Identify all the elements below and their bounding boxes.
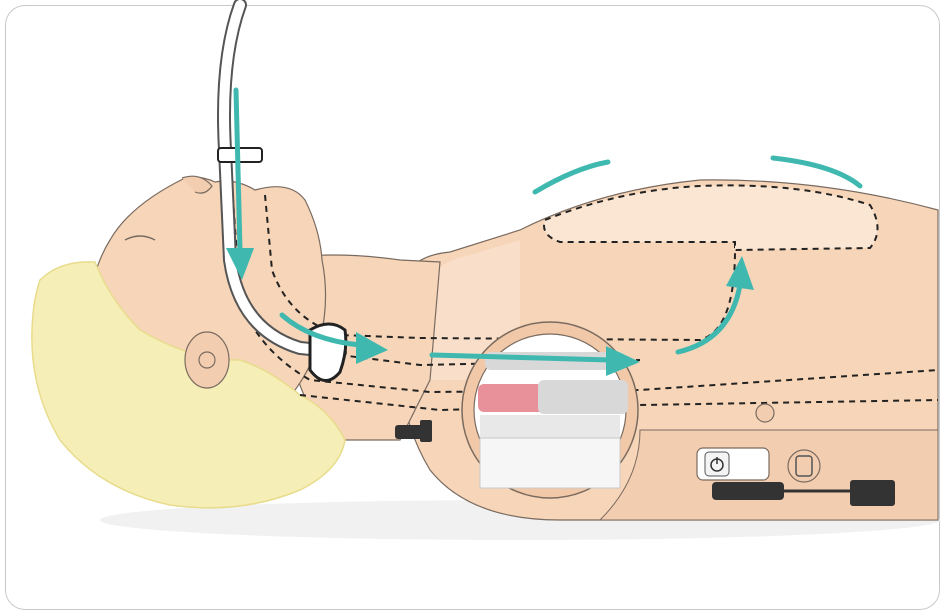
power-panel[interactable]: [697, 448, 769, 480]
ear: [185, 332, 229, 388]
torso-port: [756, 404, 774, 422]
chest-rise-line-right: [773, 158, 860, 186]
power-icon[interactable]: [705, 452, 729, 476]
lung-dashed-outline: [544, 185, 878, 250]
trachea-ribbed-tube: [538, 380, 628, 414]
port-icon: [788, 450, 820, 482]
chest-rise-line-left: [535, 162, 608, 192]
chest-window: [462, 322, 638, 498]
